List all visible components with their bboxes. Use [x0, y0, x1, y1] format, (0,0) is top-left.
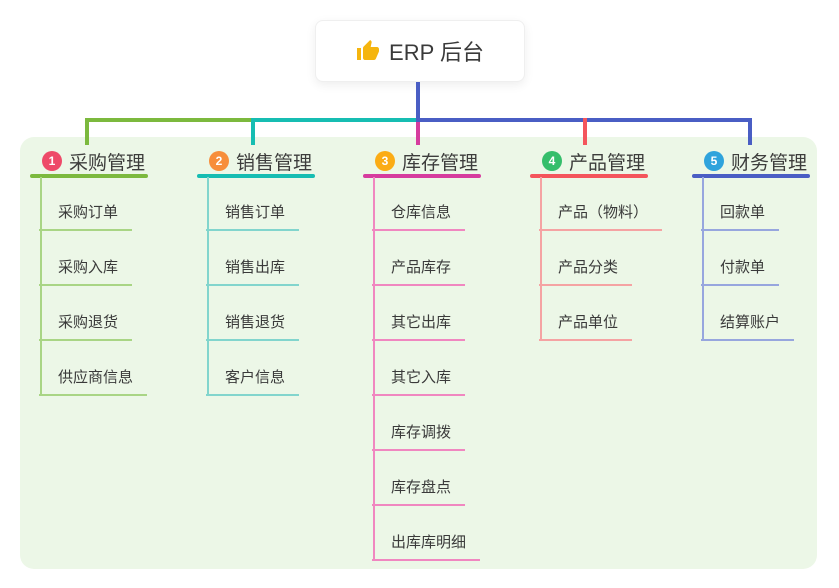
branch-title: 产品管理: [569, 152, 646, 174]
mindmap-node[interactable]: 销售订单: [206, 202, 300, 231]
branch-drop-finance: [748, 118, 752, 145]
branch-header-finance[interactable]: 5 财务管理: [692, 146, 810, 176]
mindmap-node[interactable]: 其它出库: [372, 312, 466, 341]
branch-title: 库存管理: [402, 152, 479, 174]
branch-connector-line: [540, 177, 542, 341]
branch-connector-line: [40, 177, 42, 396]
mindmap-node[interactable]: 客户信息: [206, 367, 300, 396]
connector-trunk: [416, 82, 420, 120]
branch-underline: [692, 174, 810, 178]
mindmap-node[interactable]: 其它入库: [372, 367, 466, 396]
branch-underline: [530, 174, 648, 178]
branch-connector-line: [702, 177, 704, 341]
branch-underline: [30, 174, 148, 178]
mindmap-node[interactable]: 采购退货: [39, 312, 133, 341]
branch-drop-sales: [251, 118, 255, 145]
mindmap-node[interactable]: 产品库存: [372, 257, 466, 286]
branch-connector-line: [373, 177, 375, 561]
branch-badge: 1: [42, 151, 62, 171]
branch-header-product[interactable]: 4 产品管理: [530, 146, 648, 176]
branch-connector-line: [207, 177, 209, 396]
mindmap-node[interactable]: 结算账户: [701, 312, 795, 341]
branch-title: 销售管理: [236, 152, 313, 174]
branch-drop-inventory: [416, 122, 420, 145]
mindmap-node[interactable]: 出库库明细: [372, 532, 481, 561]
mindmap-node[interactable]: 采购订单: [39, 202, 133, 231]
branch-header-purchase[interactable]: 1 采购管理: [30, 146, 148, 176]
connector-bus-left: [85, 118, 255, 122]
mindmap-node[interactable]: 产品单位: [539, 312, 633, 341]
mindmap-node[interactable]: 销售退货: [206, 312, 300, 341]
branches-panel: [20, 137, 817, 569]
root-node-label: ERP 后台: [389, 40, 484, 65]
mindmap-node[interactable]: 库存盘点: [372, 477, 466, 506]
mindmap-node[interactable]: 采购入库: [39, 257, 133, 286]
branch-badge: 5: [704, 151, 724, 171]
mindmap-node[interactable]: 销售出库: [206, 257, 300, 286]
branch-drop-purchase: [85, 118, 89, 145]
branch-underline: [197, 174, 315, 178]
branch-badge: 2: [209, 151, 229, 171]
branch-header-inventory[interactable]: 3 库存管理: [363, 146, 481, 176]
connector-bus-mid: [253, 118, 418, 122]
branch-title: 财务管理: [731, 152, 808, 174]
branch-badge: 4: [542, 151, 562, 171]
mindmap-node[interactable]: 付款单: [701, 257, 780, 286]
root-node-erp[interactable]: ERP 后台: [315, 20, 525, 82]
branch-header-sales[interactable]: 2 销售管理: [197, 146, 315, 176]
branch-title: 采购管理: [69, 152, 146, 174]
mindmap-node[interactable]: 回款单: [701, 202, 780, 231]
mindmap-node[interactable]: 产品（物料）: [539, 202, 663, 231]
branch-underline: [363, 174, 481, 178]
mindmap-node[interactable]: 供应商信息: [39, 367, 148, 396]
branch-drop-product: [583, 118, 587, 145]
mindmap-node[interactable]: 仓库信息: [372, 202, 466, 231]
mindmap-node[interactable]: 库存调拨: [372, 422, 466, 451]
mindmap-node[interactable]: 产品分类: [539, 257, 633, 286]
thumbs-up-icon: [357, 40, 380, 60]
branch-badge: 3: [375, 151, 395, 171]
